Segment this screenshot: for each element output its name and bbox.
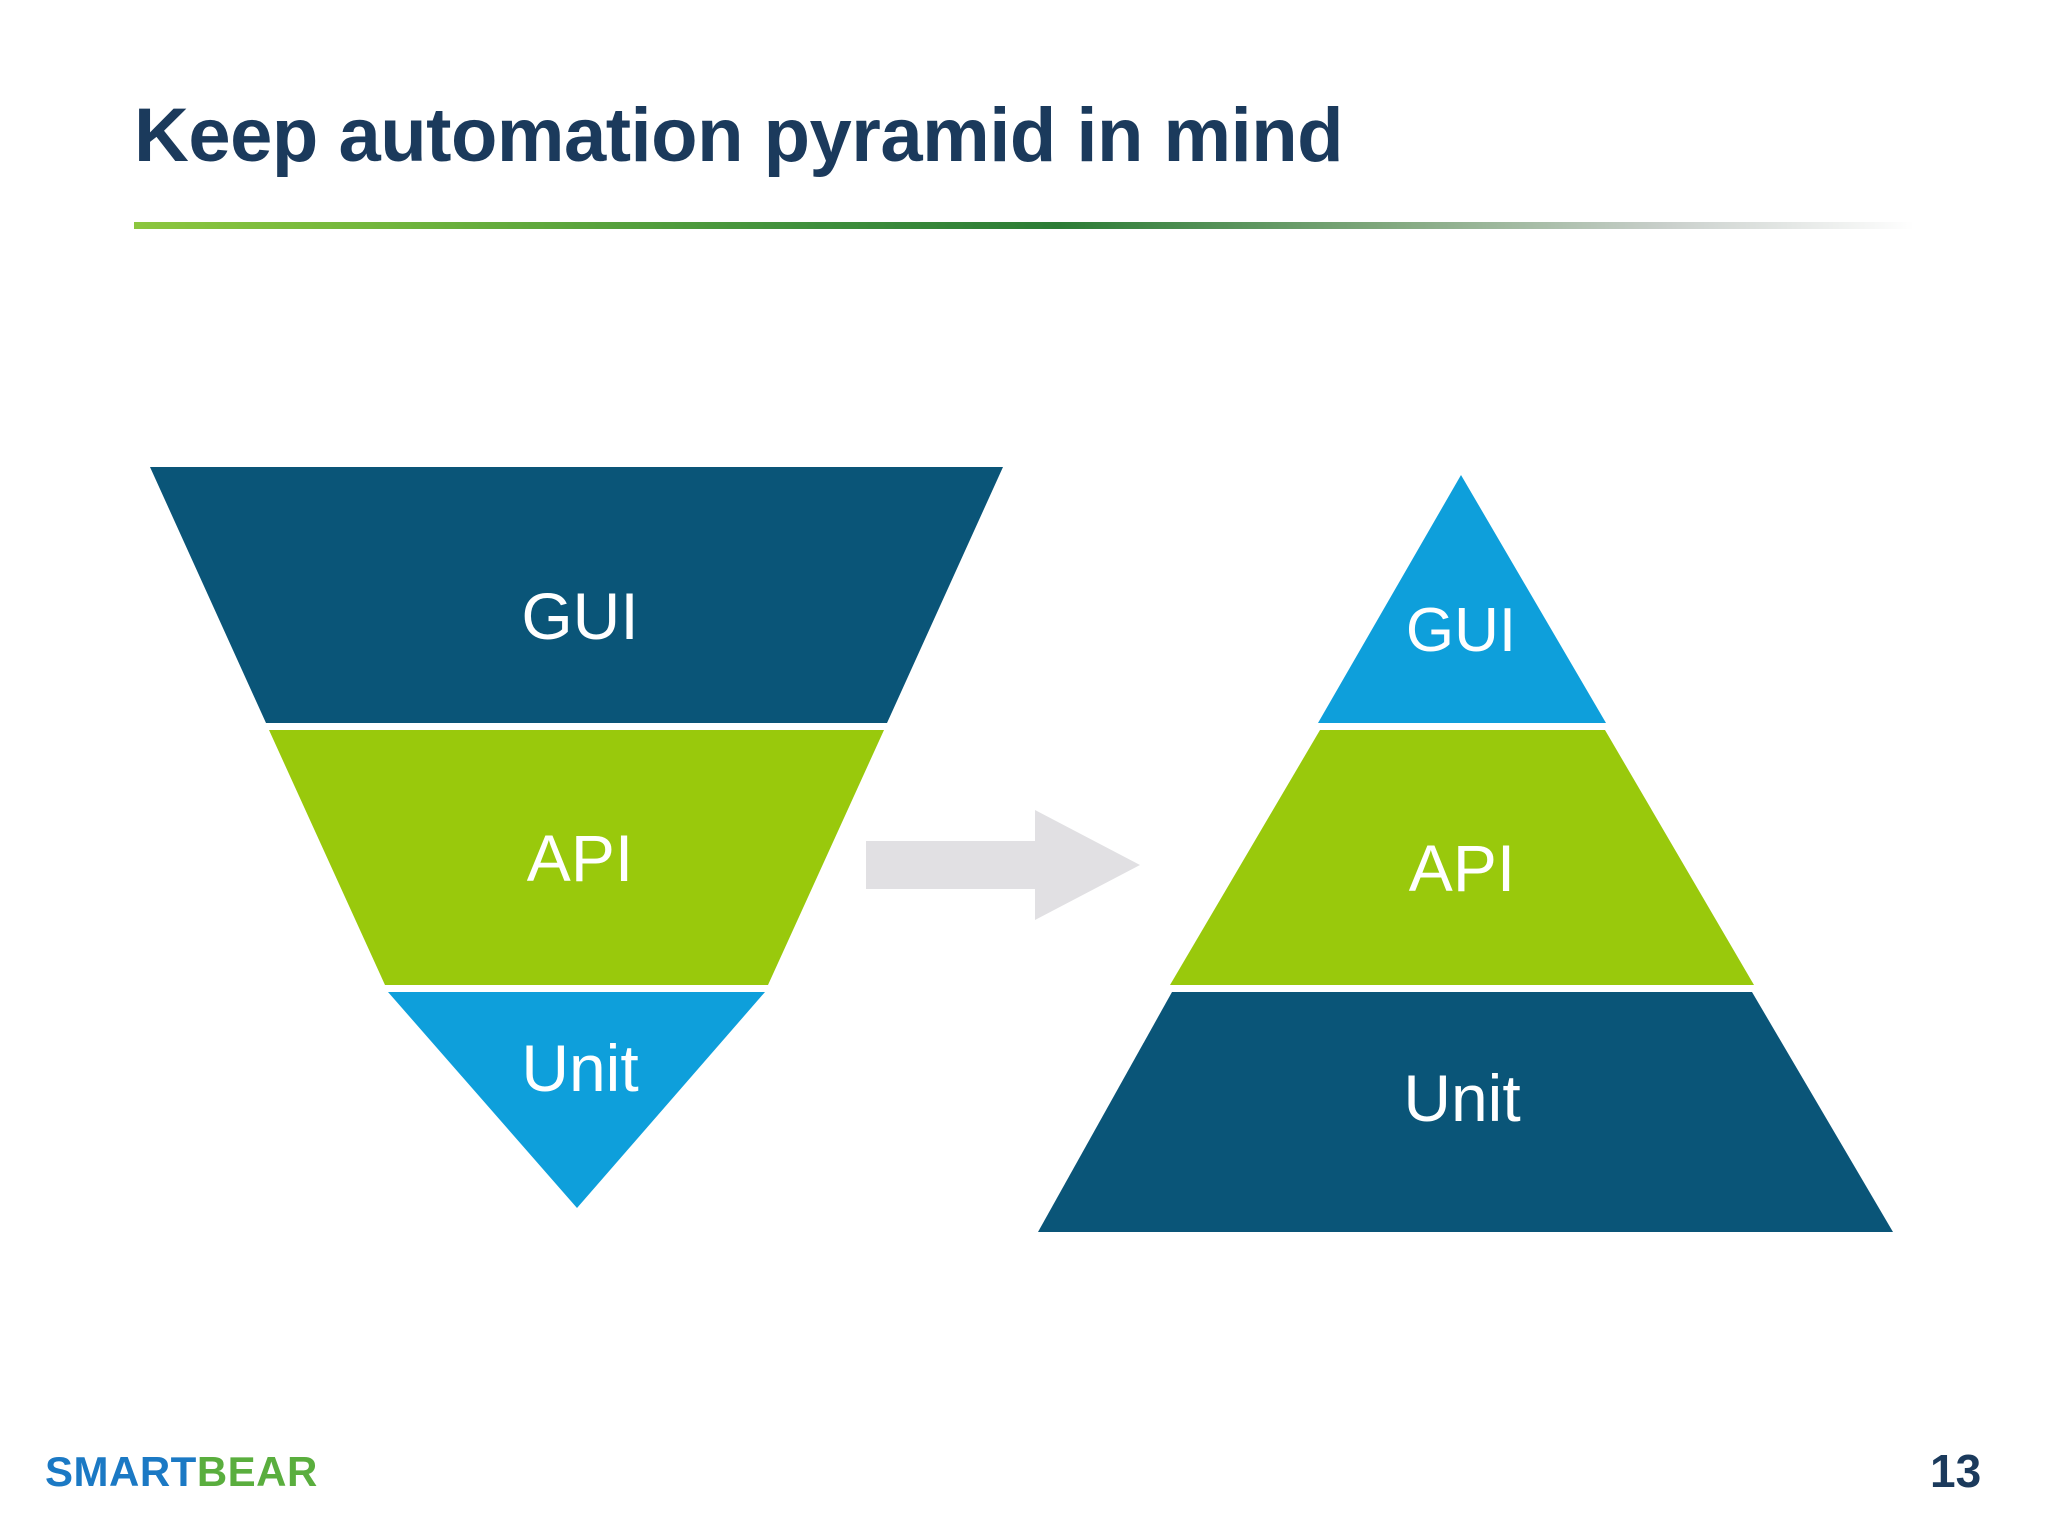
pyramid-layer-api[interactable] — [1170, 730, 1754, 985]
page-title: Keep automation pyramid in mind — [134, 93, 1344, 178]
title-divider — [134, 222, 1914, 229]
logo-text-bear: BEAR — [196, 1448, 318, 1495]
inverted-pyramid-layer-api[interactable] — [269, 730, 884, 985]
page-number: 13 — [1930, 1445, 1982, 1497]
inverted-pyramid-shape[interactable] — [150, 467, 1003, 1208]
smartbear-logo: SMARTBEAR — [45, 1448, 318, 1496]
pyramid-layer-unit[interactable] — [1038, 992, 1893, 1232]
inverted-pyramid-layer-unit[interactable] — [388, 992, 765, 1208]
logo-text-smart: SMART — [45, 1448, 197, 1495]
pyramid-shape[interactable] — [1038, 475, 1893, 1232]
inverted-pyramid-layer-gui[interactable] — [150, 467, 1003, 723]
transform-arrow-icon — [866, 810, 1140, 920]
pyramid-layer-gui[interactable] — [1318, 475, 1606, 723]
